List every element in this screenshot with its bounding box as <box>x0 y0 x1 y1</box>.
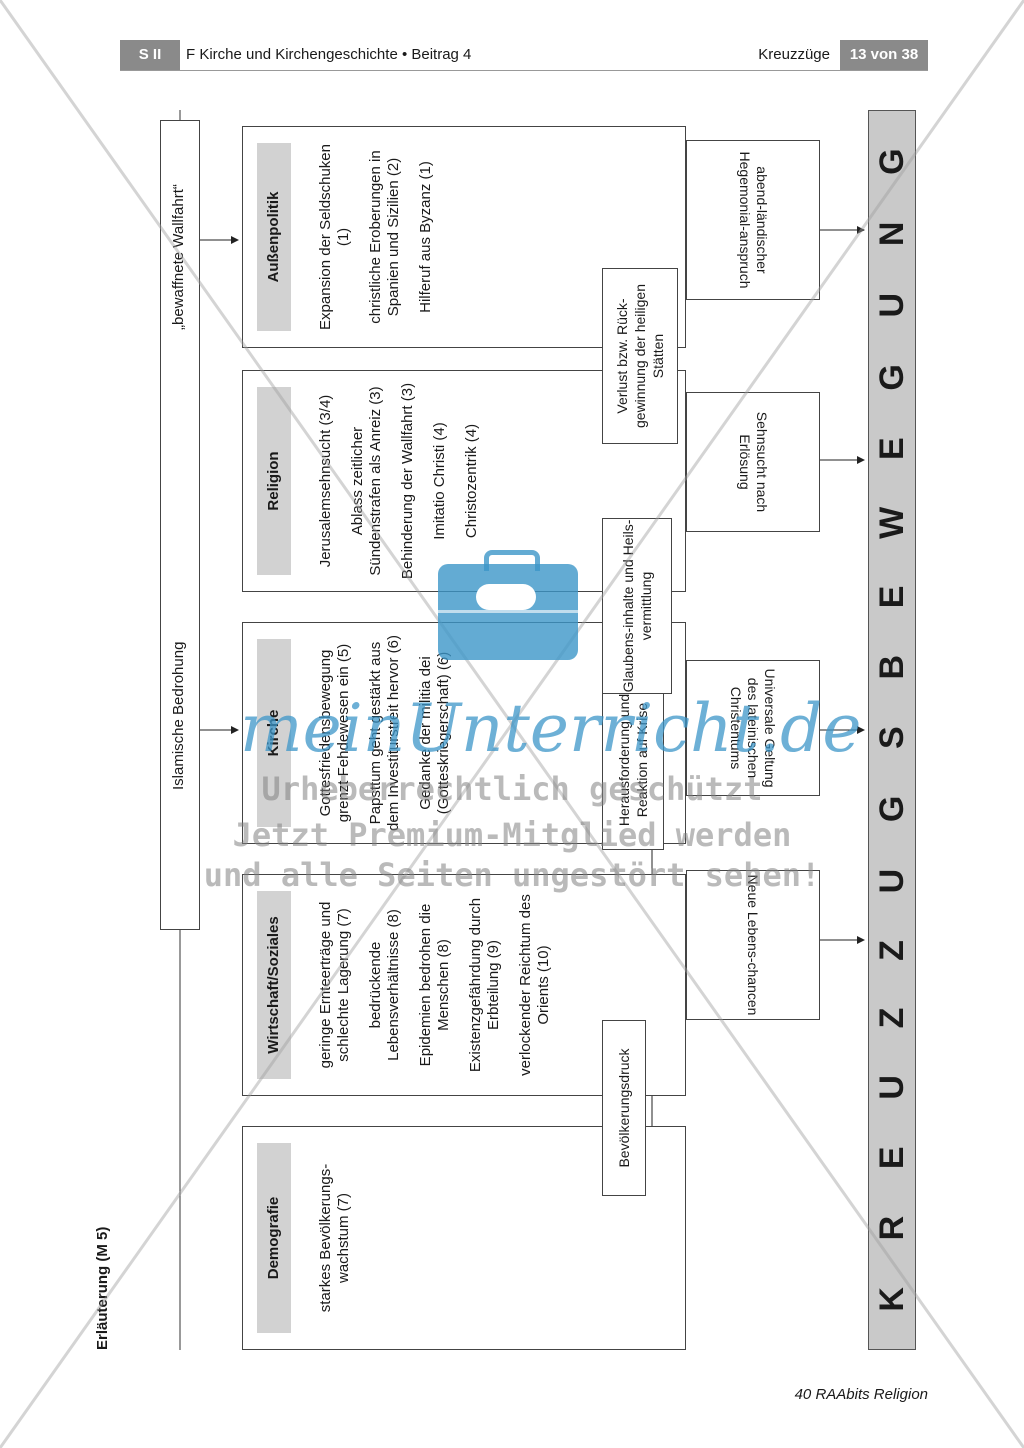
banner-letter: G <box>872 148 911 175</box>
category-item: geringe Ernteerträge und schlechte Lager… <box>317 901 352 1069</box>
motive-new-chances: Neue Lebens-chancen <box>686 870 820 1020</box>
category-item: Ablass zeitlicher Sündenstrafen als Anre… <box>349 386 384 576</box>
category-item: Hilferuf aus Byzanz (1) <box>417 161 434 313</box>
banner-letter: K <box>872 1287 911 1312</box>
category-item: Jerusalemsehnsucht (3/4) <box>317 394 334 568</box>
mid-box-population-pressure: Bevölkerungsdruck <box>602 1020 646 1196</box>
label-armed-pilgrimage: „bewaffnete Wallfahrt“ <box>170 184 187 330</box>
category-title: Demografie <box>257 1143 291 1333</box>
category-item: Existenzgefährdung durch Erbteilung (9) <box>467 897 502 1073</box>
category-item: Imitatio Christi (4) <box>431 422 448 540</box>
category-item: Papsttum geht gestärkt aus dem Investitu… <box>367 635 402 831</box>
banner-letter: G <box>872 364 911 391</box>
category-item: Christozentrik (4) <box>463 423 480 539</box>
page-header: S II F Kirche und Kirchengeschichte • Be… <box>120 40 928 71</box>
page-number-badge: 13 von 38 <box>840 40 928 70</box>
header-rule <box>120 70 928 71</box>
banner-letter: R <box>872 1215 911 1241</box>
category-item: bedrückende Lebensverhältnisse (8) <box>367 909 402 1061</box>
category-title: Kirche <box>257 639 291 827</box>
category-item: christliche Eroberungen in Spanien und S… <box>367 150 402 324</box>
header-title: F Kirche und Kirchengeschichte • Beitrag… <box>186 46 472 63</box>
label-islamic-threat: Islamische Bedrohung <box>170 641 187 790</box>
crusade-movement-banner: K R E U Z Z U G S B E W E G U N G <box>868 110 916 1350</box>
banner-letter: U <box>872 292 911 318</box>
banner-letter: W <box>872 506 911 539</box>
motive-universal-christianity: Universale Geltung des lateinischen Chri… <box>686 660 820 796</box>
banner-letter: G <box>872 795 911 823</box>
category-item: verlockender Reichtum des Orients (10) <box>517 894 552 1076</box>
mid-box-challenge: Herausforderung und Reaktion auf Krise <box>602 670 664 850</box>
section-badge: S II <box>120 40 180 70</box>
banner-letter: S <box>872 726 911 749</box>
banner-letter: E <box>872 437 911 461</box>
crusades-diagram: Erläuterung (M 5) Islamische Bedrohung „… <box>94 110 928 1350</box>
category-title: Außenpolitik <box>257 143 291 331</box>
category-title: Wirtschaft/Soziales <box>257 891 291 1079</box>
category-item: Behinderung der Wallfahrt (3) <box>399 382 416 580</box>
motive-redemption: Sehnsucht nach Erlösung <box>686 392 820 532</box>
category-item: Gedanke der militia dei (Gotteskriegersc… <box>417 651 452 815</box>
diagram-heading: Erläuterung (M 5) <box>94 1226 111 1350</box>
banner-letter: Z <box>872 940 911 961</box>
category-item: Gottesfriedensbewegung grenzt Fehdewesen… <box>317 643 352 823</box>
banner-letter: U <box>872 1075 911 1100</box>
banner-letter: N <box>872 221 911 247</box>
category-item: Expansion der Seldschuken (1) <box>317 144 352 330</box>
category-item: starkes Bevölkerungs-wachstum (7) <box>317 1163 352 1313</box>
banner-letter: U <box>872 868 911 894</box>
footer-source: 40 RAAbits Religion <box>794 1386 928 1403</box>
mid-box-faith: Glaubens-inhalte und Heils-vermittlung <box>602 518 672 694</box>
motive-hegemony: abend-ländischer Hegemonial-anspruch <box>686 140 820 300</box>
header-topic: Kreuzzüge <box>758 46 830 63</box>
banner-letter: E <box>872 1146 911 1170</box>
banner-letter: B <box>872 654 911 680</box>
banner-letter: E <box>872 585 911 609</box>
mid-box-holy-sites: Verlust bzw. Rück-gewinnung der heiligen… <box>602 268 678 444</box>
category-title: Religion <box>257 387 291 575</box>
banner-letter: Z <box>872 1007 911 1029</box>
category-item: Epidemien bedrohen die Menschen (8) <box>417 903 452 1067</box>
